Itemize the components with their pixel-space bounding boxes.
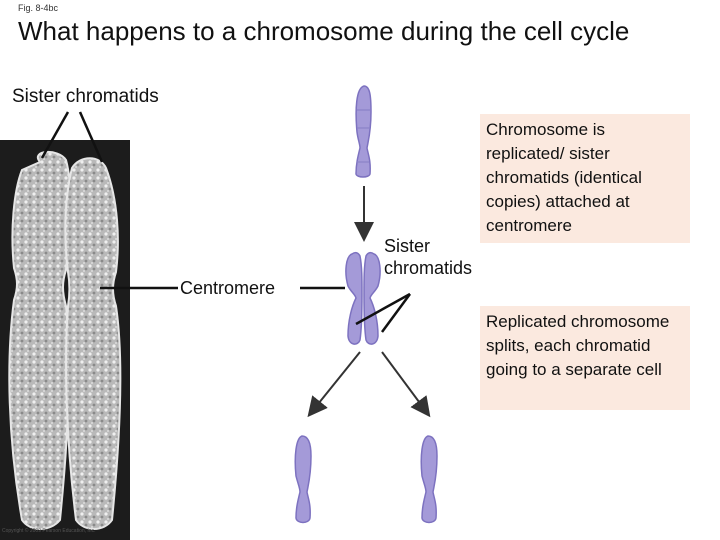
micrograph <box>0 140 130 540</box>
pointer-line-mid-left <box>355 292 411 326</box>
micrograph-chromatid-right <box>64 157 122 530</box>
chromosome-unreplicated-bands <box>357 109 370 163</box>
chromosome-replicated <box>345 251 381 345</box>
centromere-label: Centromere <box>180 278 276 298</box>
pointer-line-sister-left <box>40 111 70 159</box>
daughter-chromatid-right <box>420 435 438 524</box>
chromatid-right <box>363 251 381 345</box>
chromatid-left <box>345 251 363 345</box>
chromosome-unreplicated <box>355 85 372 178</box>
arrow-split-left <box>307 351 361 418</box>
pointer-line-mid-right <box>380 293 412 333</box>
copyright-text: Copyright © 2009 Pearson Education, Inc. <box>2 528 96 534</box>
micrograph-chromatid-left <box>8 151 72 530</box>
arrow-split-right <box>381 351 431 418</box>
note-replication: Chromosome is replicated/ sister chromat… <box>480 114 690 243</box>
sister-chromatids-label-top: Sister chromatids <box>12 86 159 107</box>
sister-chromatids-label-middle: Sister chromatids <box>384 236 473 278</box>
figure-label: Fig. 8-4bc <box>18 3 59 13</box>
page-title: What happens to a chromosome during the … <box>18 16 630 46</box>
daughter-chromatid-left <box>294 435 312 524</box>
note-split: Replicated chromosome splits, each chrom… <box>480 306 690 410</box>
pointer-line-sister-right <box>78 111 104 163</box>
